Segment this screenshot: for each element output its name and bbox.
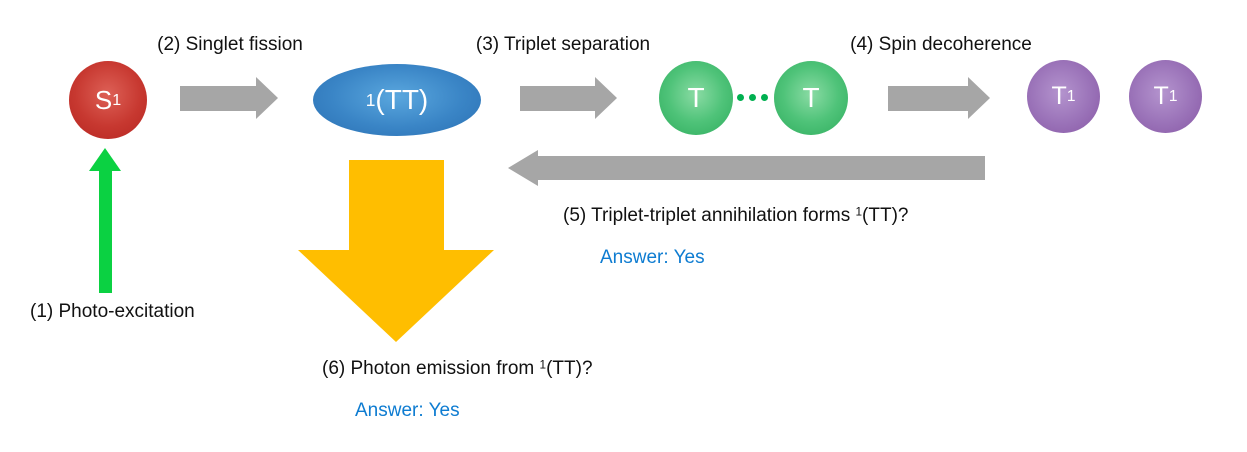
photon-emission-down-arrow: [298, 160, 494, 342]
t1-right-label: T: [1153, 82, 1169, 110]
photon-emission-answer-text: Answer: Yes: [355, 400, 460, 421]
t1-left-subscript: 1: [1066, 87, 1076, 105]
photon-emission-question-text: (6) Photon emission from: [322, 358, 540, 379]
coupling-dot-icon: [749, 94, 756, 101]
tt-node-label: (TT): [375, 84, 429, 115]
up-arrow-head: [89, 148, 121, 171]
tt-pair-node: 1(TT): [313, 64, 481, 136]
spin-decoherence-arrow: [888, 77, 990, 119]
t1-right-subscript: 1: [1168, 87, 1178, 105]
coupling-dots: [737, 94, 768, 101]
tta-question-superscript: 1: [855, 205, 863, 219]
up-arrow-shaft: [98, 171, 112, 293]
coupling-dot-icon: [761, 94, 768, 101]
right-arrow-head: [968, 77, 990, 119]
t1-left-label: T: [1051, 82, 1067, 110]
down-arrow-shaft: [348, 160, 444, 250]
s1-node-label: S: [94, 84, 113, 115]
photo-excitation-label: (1) Photo-excitation: [30, 301, 195, 322]
spin-decoherence-label: (4) Spin decoherence: [850, 34, 1032, 55]
right-arrow-head: [256, 77, 278, 119]
triplet-separation-arrow: [520, 77, 617, 119]
triplet-separation-label: (3) Triplet separation: [475, 34, 651, 55]
right-arrow-shaft: [888, 85, 968, 111]
triplet-right-label: T: [802, 82, 820, 113]
photo-excitation-up-arrow: [89, 148, 121, 293]
left-arrow-head: [508, 150, 538, 186]
tta-question-text: (5) Triplet-triplet annihilation forms: [563, 205, 856, 226]
triplet-node-right: T: [774, 61, 848, 135]
singlet-fission-arrow: [180, 77, 278, 119]
photon-emission-question-label: (6) Photon emission from 1(TT)?: [322, 358, 593, 381]
photon-emission-superscript: 1: [539, 358, 547, 372]
triplet-node-left: T: [659, 61, 733, 135]
left-arrow-shaft: [538, 156, 985, 180]
down-arrow-head: [298, 250, 494, 342]
tt-node-superscript: 1: [365, 89, 376, 110]
coupling-dot-icon: [737, 94, 744, 101]
singlet-fission-label: (2) Singlet fission: [157, 34, 303, 55]
tta-question-suffix: (TT)?: [862, 205, 909, 226]
s1-node-subscript: 1: [112, 90, 122, 109]
tta-return-arrow: [508, 150, 985, 186]
tta-question-label: (5) Triplet-triplet annihilation forms 1…: [563, 205, 908, 228]
right-arrow-head: [595, 77, 617, 119]
tta-answer-text: Answer: Yes: [600, 247, 705, 268]
photon-emission-suffix: (TT)?: [546, 358, 593, 379]
triplet-left-label: T: [687, 82, 705, 113]
right-arrow-shaft: [520, 85, 595, 111]
right-arrow-shaft: [180, 85, 256, 111]
